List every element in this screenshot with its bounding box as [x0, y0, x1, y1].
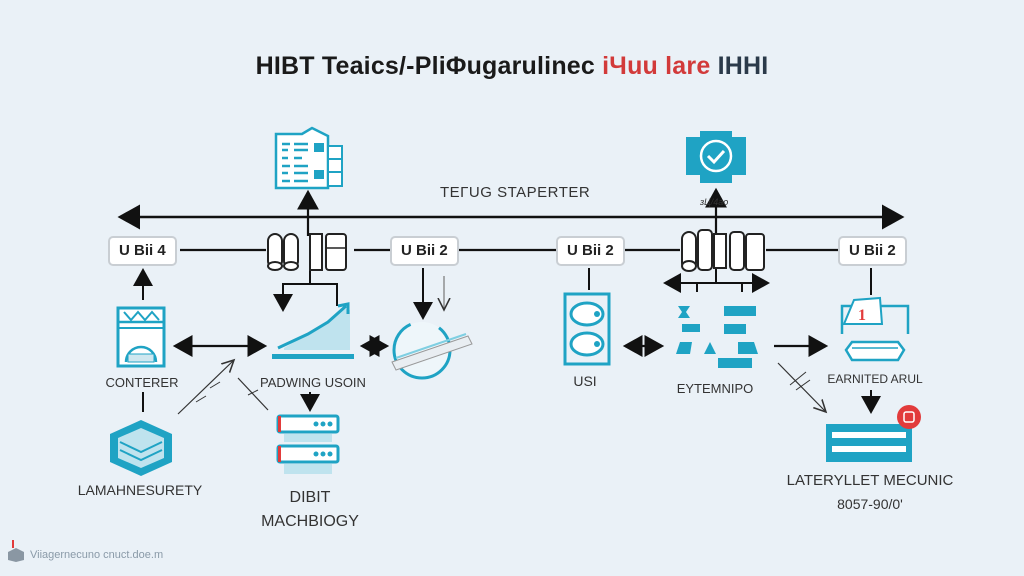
- usi-label: USI: [573, 373, 597, 389]
- node-box-4[interactable]: U Bii 2: [838, 236, 907, 266]
- orbit-ring-icon: [386, 318, 476, 387]
- alert-badge-icon: [896, 404, 922, 435]
- conterer-label: CONTERER: [105, 375, 179, 390]
- node-box-2[interactable]: U Bii 2: [390, 236, 459, 266]
- server-rack-icon: [276, 414, 340, 483]
- lamahnesurety-label: LAMAHNESURETY: [77, 482, 203, 498]
- laterylet-label-line2: 8057-90/0': [837, 496, 903, 512]
- document-building-icon: [272, 126, 352, 197]
- footer-text[interactable]: Viiagernecuno cnuct.doe.m: [30, 549, 164, 561]
- device-tray-icon: 1: [836, 294, 916, 371]
- conterer-icon: [116, 306, 172, 373]
- lane-label: TEΓUG STAPERTER: [440, 184, 591, 201]
- lane-note: зЦ/4ао: [700, 197, 729, 207]
- socket-icon: [563, 292, 617, 373]
- title-highlight: iЧuu lare: [602, 52, 718, 80]
- diagram-title: HIBT Teaics/-PliΦugarulinec iЧuu lare IH…: [0, 52, 1024, 81]
- trend-chart-icon: [268, 300, 358, 367]
- checkmark-shield-icon: [686, 131, 746, 190]
- card-icon: [824, 418, 916, 471]
- eytemnipo-label: EYTEMNIPO: [676, 381, 754, 396]
- storage-cylinders-icon: [266, 230, 354, 279]
- dibit-label-line2: MACHBIOGY: [261, 513, 359, 530]
- laterylet-label-line1: LATERYLLET MECUNIC: [786, 472, 954, 489]
- node-box-3[interactable]: U Bii 2: [556, 236, 625, 266]
- padwing-label: PADWING USOIN: [260, 375, 366, 390]
- svg-text:1: 1: [858, 307, 866, 324]
- title-main: HIBT Teaics/-PliΦugarulinec: [255, 52, 603, 80]
- title-suffix: IHHI: [717, 52, 769, 80]
- footer-logo-icon: [6, 538, 26, 567]
- dibit-label-line1: DIBIT: [289, 489, 331, 506]
- flow-blocks-icon: [672, 306, 776, 375]
- earnited-label: EARNITED ARUL: [827, 372, 923, 386]
- node-box-1[interactable]: U Bii 4: [108, 236, 177, 266]
- hexagon-cube-icon: [108, 418, 178, 483]
- storage-cylinders-icon-right: [680, 228, 768, 279]
